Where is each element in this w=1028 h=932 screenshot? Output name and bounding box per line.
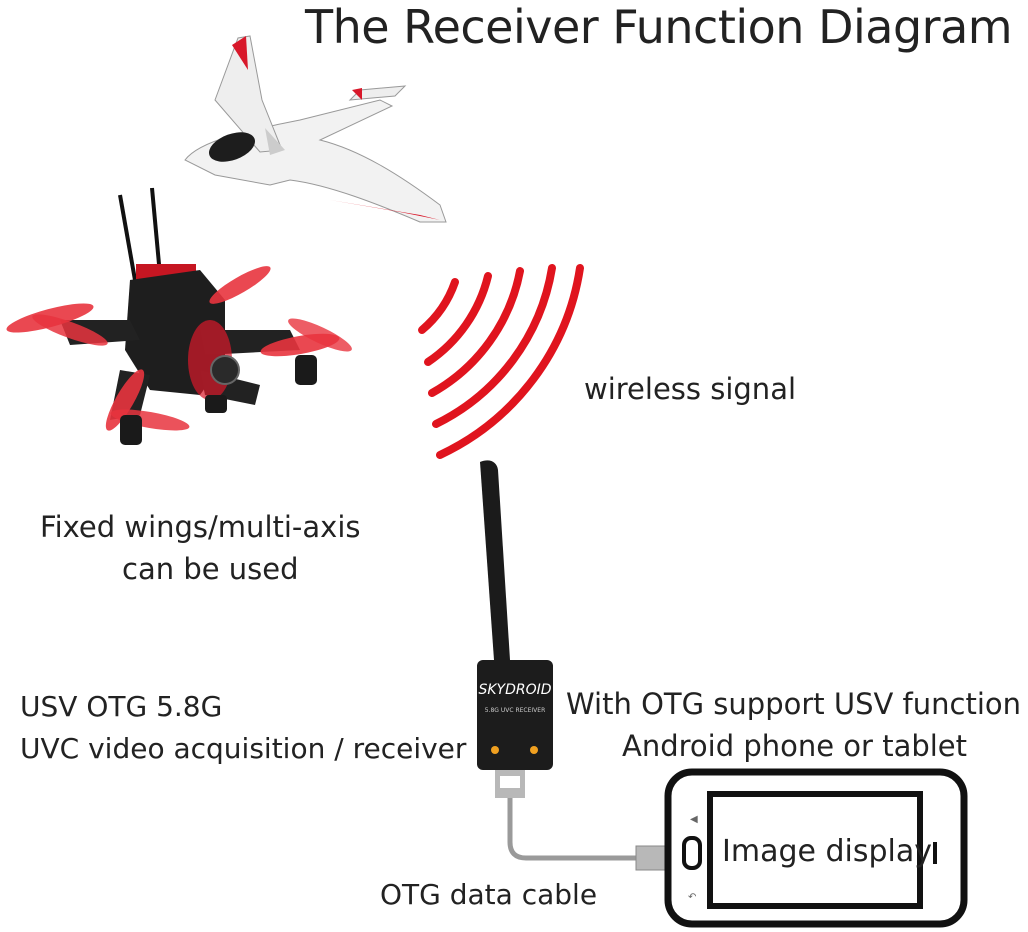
aircraft-type-label-line1: Fixed wings/multi-axis	[40, 510, 361, 544]
drone-icon	[6, 187, 352, 445]
cable-label: OTG data cable	[380, 878, 598, 911]
aircraft-type-label-line2: can be used	[122, 552, 299, 586]
signal-waves-icon	[418, 264, 584, 459]
usb-plug-icon	[635, 845, 669, 871]
receiver-brand: SKYDROID	[478, 682, 551, 698]
airplane-icon	[184, 35, 447, 223]
device-support-label-line2: Android phone or tablet	[622, 729, 968, 763]
receiver-label-line2: UVC video acquisition / receiver	[20, 732, 467, 765]
device-support-label-line1: With OTG support USV function	[566, 687, 1022, 721]
image-display-label: Image display	[722, 834, 933, 869]
otg-cable	[507, 798, 640, 861]
phone-device: ◀ ↶	[664, 768, 968, 928]
svg-text:◀: ◀	[690, 814, 698, 825]
receiver-label-line1: USV OTG 5.8G	[20, 690, 223, 723]
svg-text:↶: ↶	[688, 892, 696, 903]
receiver-device: SKYDROID 5.8G UVC RECEIVER	[477, 660, 553, 798]
receiver-model: 5.8G UVC RECEIVER	[485, 707, 545, 714]
wireless-signal-label: wireless signal	[584, 372, 797, 406]
antenna-icon	[480, 460, 510, 660]
page-title: The Receiver Function Diagram	[305, 0, 1013, 54]
